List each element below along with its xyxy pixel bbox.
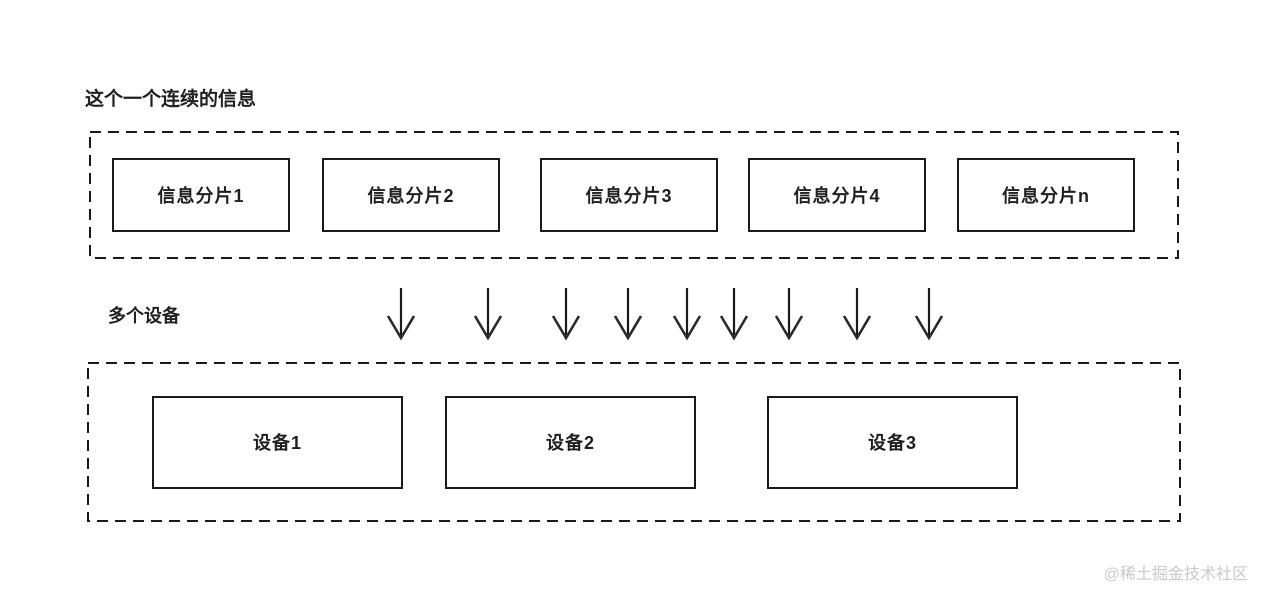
device-row: 设备1 设备2 设备3 bbox=[88, 363, 1180, 521]
fragment-label: 信息分片2 bbox=[367, 186, 455, 206]
watermark-text: @稀土掘金技术社区 bbox=[1103, 566, 1248, 583]
down-arrow-icon bbox=[613, 288, 643, 341]
down-arrow-icon bbox=[842, 288, 872, 341]
fragment-box: 信息分片4 bbox=[748, 158, 926, 232]
fragment-label: 信息分片1 bbox=[157, 186, 245, 206]
continuous-message-label: 这个一个连续的信息 bbox=[85, 89, 257, 110]
down-arrow-icon bbox=[473, 288, 503, 341]
fragment-label: 信息分片3 bbox=[585, 186, 673, 206]
down-arrow-icon bbox=[719, 288, 749, 341]
fragment-label: 信息分片4 bbox=[793, 186, 881, 206]
device-label: 设备1 bbox=[252, 433, 302, 453]
device-label: 设备2 bbox=[545, 433, 595, 453]
devices-dashed-container bbox=[87, 362, 1181, 522]
fragment-box: 信息分片2 bbox=[322, 158, 500, 232]
device-label: 设备3 bbox=[867, 433, 917, 453]
multiple-devices-label: 多个设备 bbox=[108, 306, 180, 326]
down-arrow-icon bbox=[386, 288, 416, 341]
fragment-row: 信息分片1 信息分片2 信息分片3 信息分片4 信息分片n bbox=[90, 132, 1178, 258]
device-box: 设备3 bbox=[767, 395, 1018, 489]
device-box: 设备1 bbox=[152, 395, 403, 489]
fragment-box: 信息分片n bbox=[957, 158, 1135, 232]
down-arrow-icon bbox=[551, 288, 581, 341]
fragments-dashed-container bbox=[89, 131, 1179, 259]
arrows-layer bbox=[386, 288, 944, 341]
fragment-box: 信息分片3 bbox=[540, 158, 718, 232]
device-box: 设备2 bbox=[445, 395, 696, 489]
down-arrow-icon bbox=[914, 288, 944, 341]
down-arrow-icon bbox=[672, 288, 702, 341]
down-arrow-icon bbox=[774, 288, 804, 341]
fragment-box: 信息分片1 bbox=[112, 158, 290, 232]
fragment-label: 信息分片n bbox=[1002, 186, 1090, 206]
